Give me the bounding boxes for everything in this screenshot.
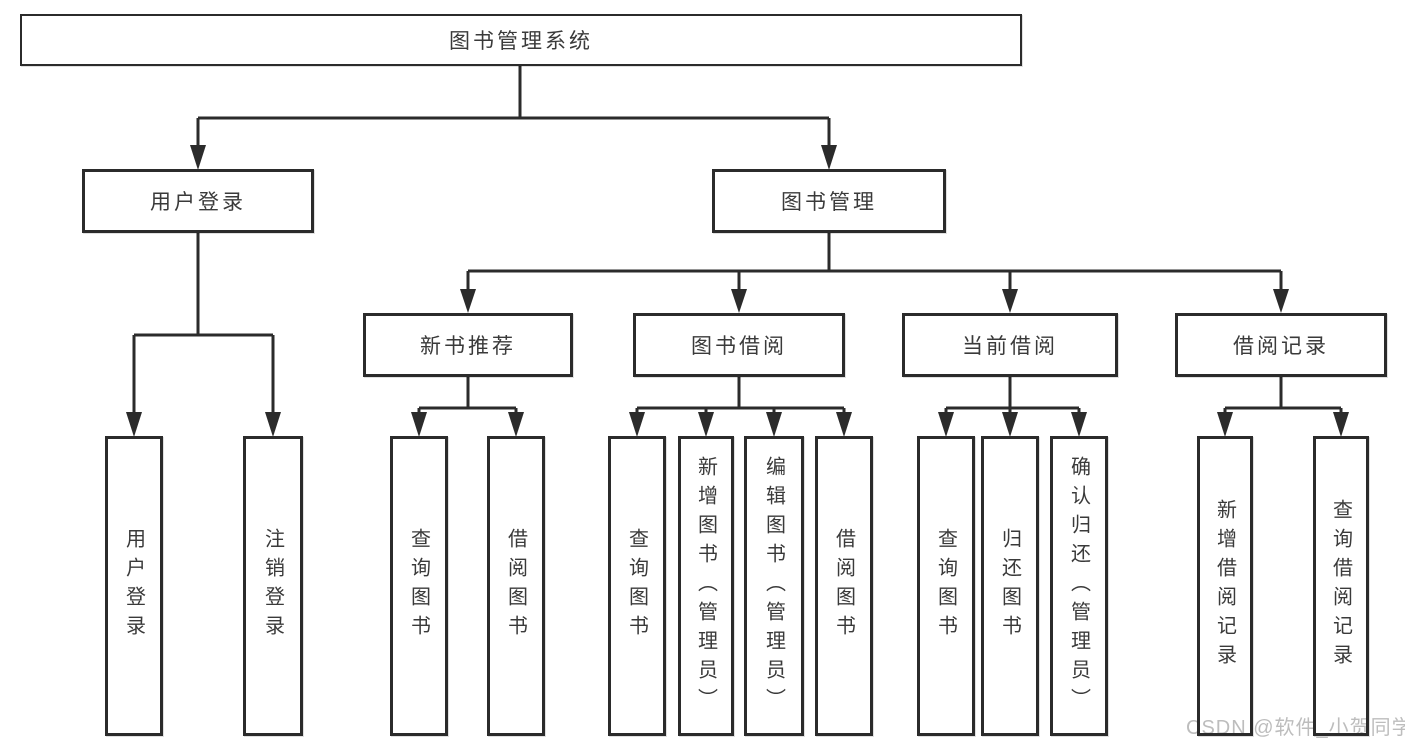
leaf-label: 新增图书（管理员） — [694, 455, 717, 717]
leaf-label: 查询借阅记录 — [1329, 499, 1352, 673]
leaf-label: 注销登录 — [261, 528, 284, 644]
csdn-watermark: CSDN @软件_小贺同学 — [1186, 717, 1405, 739]
node-current-borrowing: 当前借阅 — [902, 313, 1118, 377]
node-book-borrowing: 图书借阅 — [633, 313, 845, 377]
leaf-query-books-borrowing: 查询图书 — [608, 436, 666, 736]
leaf-label: 借阅图书 — [832, 528, 855, 644]
leaf-query-borrow-record: 查询借阅记录 — [1313, 436, 1369, 736]
leaf-label: 用户登录 — [122, 528, 145, 644]
leaf-confirm-return-admin: 确认归还（管理员） — [1050, 436, 1108, 736]
node-book-management: 图书管理 — [712, 169, 946, 233]
leaf-return-books: 归还图书 — [981, 436, 1039, 736]
leaf-label: 确认归还（管理员） — [1067, 455, 1090, 717]
node-user-login: 用户登录 — [82, 169, 314, 233]
leaf-borrow-books-recommend: 借阅图书 — [487, 436, 545, 736]
node-borrowing-records: 借阅记录 — [1175, 313, 1387, 377]
leaf-label: 查询图书 — [625, 528, 648, 644]
node-library-management-system: 图书管理系统 — [20, 14, 1022, 66]
leaf-query-books-current: 查询图书 — [917, 436, 975, 736]
leaf-add-books-admin: 新增图书（管理员） — [678, 436, 734, 736]
leaf-borrow-books-borrowing: 借阅图书 — [815, 436, 873, 736]
leaf-edit-books-admin: 编辑图书（管理员） — [744, 436, 804, 736]
leaf-label: 查询图书 — [407, 528, 430, 644]
leaf-label: 新增借阅记录 — [1213, 499, 1236, 673]
node-new-book-recommendation: 新书推荐 — [363, 313, 573, 377]
leaf-query-books-recommend: 查询图书 — [390, 436, 448, 736]
leaf-label: 借阅图书 — [504, 528, 527, 644]
leaf-label: 查询图书 — [934, 528, 957, 644]
leaf-logout: 注销登录 — [243, 436, 303, 736]
leaf-label: 归还图书 — [998, 528, 1021, 644]
leaf-add-borrow-record: 新增借阅记录 — [1197, 436, 1253, 736]
leaf-label: 编辑图书（管理员） — [762, 455, 785, 717]
leaf-user-login: 用户登录 — [105, 436, 163, 736]
